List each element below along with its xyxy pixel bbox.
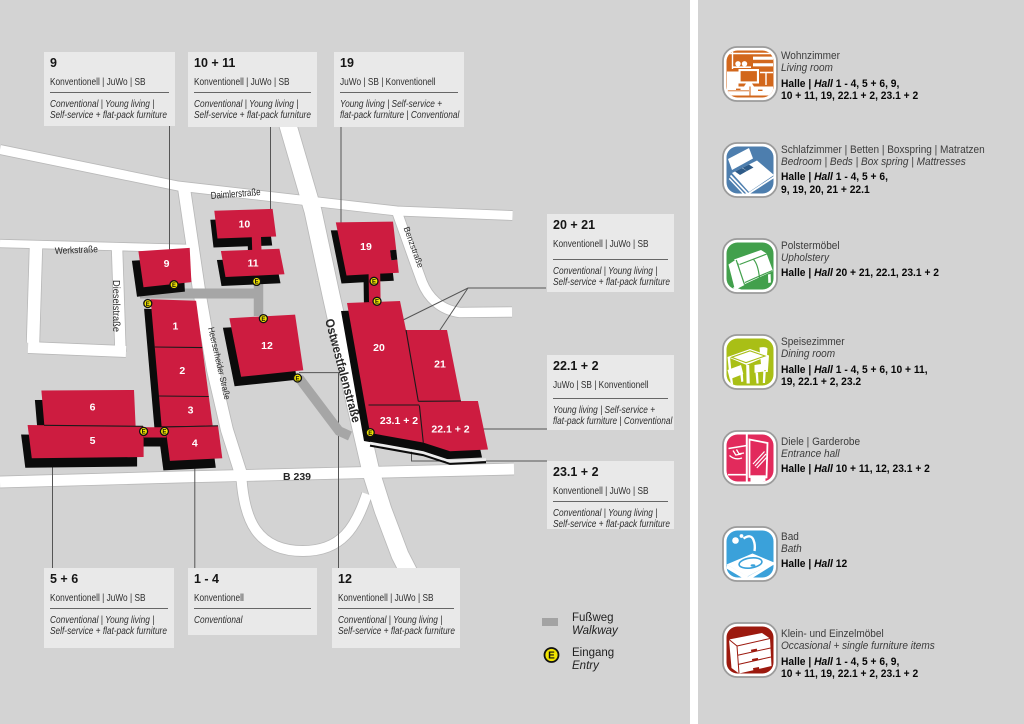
svg-text:11: 11 [247, 258, 258, 270]
svg-text:Dieselstraße: Dieselstraße [110, 280, 121, 332]
svg-text:B 239: B 239 [283, 471, 311, 483]
svg-text:1: 1 [172, 321, 178, 333]
svg-text:20: 20 [373, 342, 385, 354]
svg-text:23.1 + 2: 23.1 + 2 [380, 415, 418, 427]
svg-text:10: 10 [239, 219, 251, 231]
svg-text:2: 2 [179, 365, 185, 377]
svg-text:12: 12 [261, 340, 273, 352]
svg-text:22.1 + 2: 22.1 + 2 [431, 424, 469, 436]
svg-text:6: 6 [90, 402, 96, 414]
svg-text:Werkstraße: Werkstraße [55, 244, 98, 257]
svg-text:Daimlerstraße: Daimlerstraße [210, 187, 261, 202]
svg-text:5: 5 [90, 435, 96, 447]
svg-text:9: 9 [164, 258, 170, 270]
svg-text:3: 3 [188, 405, 194, 417]
svg-text:19: 19 [360, 241, 372, 253]
svg-text:4: 4 [192, 438, 198, 450]
svg-text:21: 21 [434, 359, 446, 371]
svg-text:E: E [548, 651, 555, 662]
